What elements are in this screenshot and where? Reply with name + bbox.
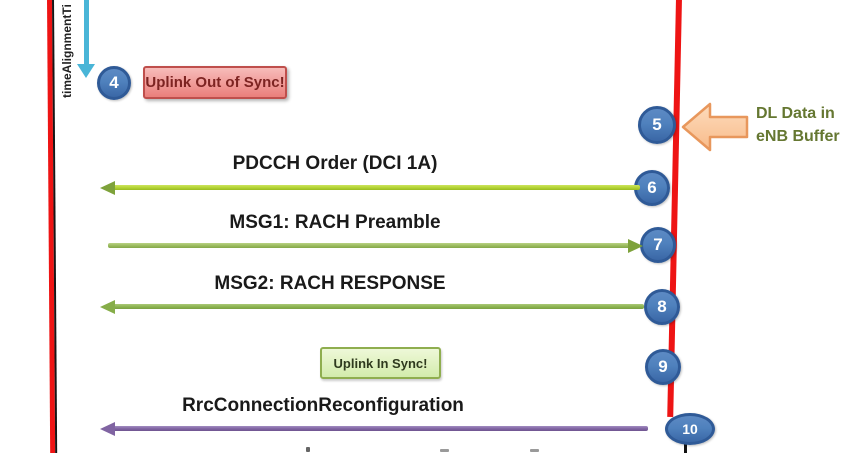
timer-arrowhead-icon [77,64,95,78]
timer-arrow-icon [84,0,89,66]
clipped-text-fragment [306,447,310,452]
message-arrow-pdcch-order [110,185,640,190]
step-circle-5: 5 [638,106,676,144]
clipped-text-fragment [440,449,449,452]
message-label-rrc-connection-reconfiguration: RrcConnectionReconfiguration [182,395,464,416]
message-arrow-msg1-rach-preamble [108,243,630,248]
dl-data-annotation-line1: DL Data in [756,105,835,122]
arrowhead-left-icon [100,300,115,314]
arrowhead-right-icon [628,239,643,253]
dl-data-annotation: DL Data in eNB Buffer [756,102,840,148]
arrowhead-left-icon [100,181,115,195]
message-label-msg2-rach-response: MSG2: RACH RESPONSE [214,273,446,294]
clipped-text-fragment [530,449,539,452]
enb-lifeline-stub [684,443,687,453]
step-circle-9: 9 [645,349,681,385]
note-uplink-in-sync: Uplink In Sync! [320,347,441,379]
arrowhead-left-icon [100,422,115,436]
dl-data-block-arrow-icon [681,102,749,152]
dl-data-annotation-line2: eNB Buffer [756,128,840,145]
message-label-msg1-rach-preamble: MSG1: RACH Preamble [229,212,441,233]
note-uplink-out-of-sync: Uplink Out of Sync! [143,66,287,99]
step-circle-10: 10 [665,413,715,445]
message-arrow-rrc-connection-reconfiguration [110,426,648,431]
timer-label: timeAlignmentTi [60,4,74,98]
step-circle-8: 8 [644,289,680,325]
message-arrow-msg2-rach-response [110,304,644,309]
message-label-pdcch-order: PDCCH Order (DCI 1A) [232,153,438,174]
step-circle-7: 7 [640,227,676,263]
step-circle-4: 4 [97,66,131,100]
